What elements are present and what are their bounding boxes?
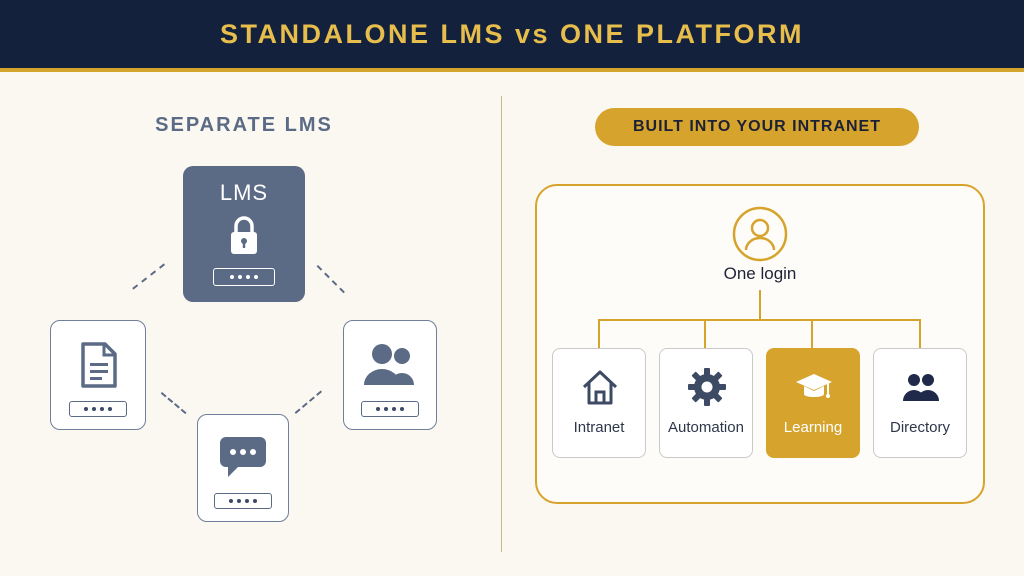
tree-drop-automation <box>704 319 706 348</box>
user-login-icon <box>732 206 788 262</box>
app-tile-learning[interactable]: Learning <box>766 348 860 458</box>
home-icon <box>582 370 618 405</box>
users-password-field[interactable] <box>361 401 419 417</box>
lock-icon <box>231 216 257 254</box>
app-label-directory: Directory <box>889 419 950 436</box>
document-tool-card[interactable] <box>50 320 146 430</box>
tree-drop-intranet <box>598 319 600 348</box>
chat-password-field[interactable] <box>214 493 272 509</box>
app-tile-intranet[interactable]: Intranet <box>552 348 646 458</box>
tree-drop-directory <box>919 319 921 348</box>
connector-lms-users <box>316 265 345 294</box>
lms-password-field[interactable] <box>213 268 275 286</box>
section-divider <box>501 96 502 552</box>
built-in-badge: BUILT INTO YOUR INTRANET <box>595 108 919 146</box>
connector-users-chat <box>294 390 322 414</box>
people-icon <box>903 374 939 401</box>
tree-trunk <box>759 290 761 320</box>
gear-icon <box>688 368 726 406</box>
header-banner: STANDALONE LMS vs ONE PLATFORM <box>0 0 1024 72</box>
connector-document-chat <box>160 392 187 415</box>
document-icon <box>81 342 117 388</box>
tree-branch <box>598 319 921 321</box>
users-icon <box>364 344 414 385</box>
app-tile-automation[interactable]: Automation <box>659 348 753 458</box>
lms-label: LMS <box>219 180 269 205</box>
chat-tool-card[interactable] <box>197 414 289 522</box>
one-login-label: One login <box>723 264 797 283</box>
app-tile-directory[interactable]: Directory <box>873 348 967 458</box>
connector-lms-document <box>132 263 165 290</box>
page-title: STANDALONE LMS vs ONE PLATFORM <box>219 18 804 49</box>
graduation-cap-icon <box>796 374 832 398</box>
app-label-learning: Learning <box>783 419 843 436</box>
chat-icon <box>220 437 266 477</box>
app-label-intranet: Intranet <box>573 419 625 436</box>
document-password-field[interactable] <box>69 401 127 417</box>
left-section-title: SEPARATE LMS <box>155 114 333 136</box>
app-label-automation: Automation <box>668 419 744 436</box>
tree-drop-learning <box>811 319 813 348</box>
users-tool-card[interactable] <box>343 320 437 430</box>
lms-card[interactable]: LMS <box>183 166 305 302</box>
